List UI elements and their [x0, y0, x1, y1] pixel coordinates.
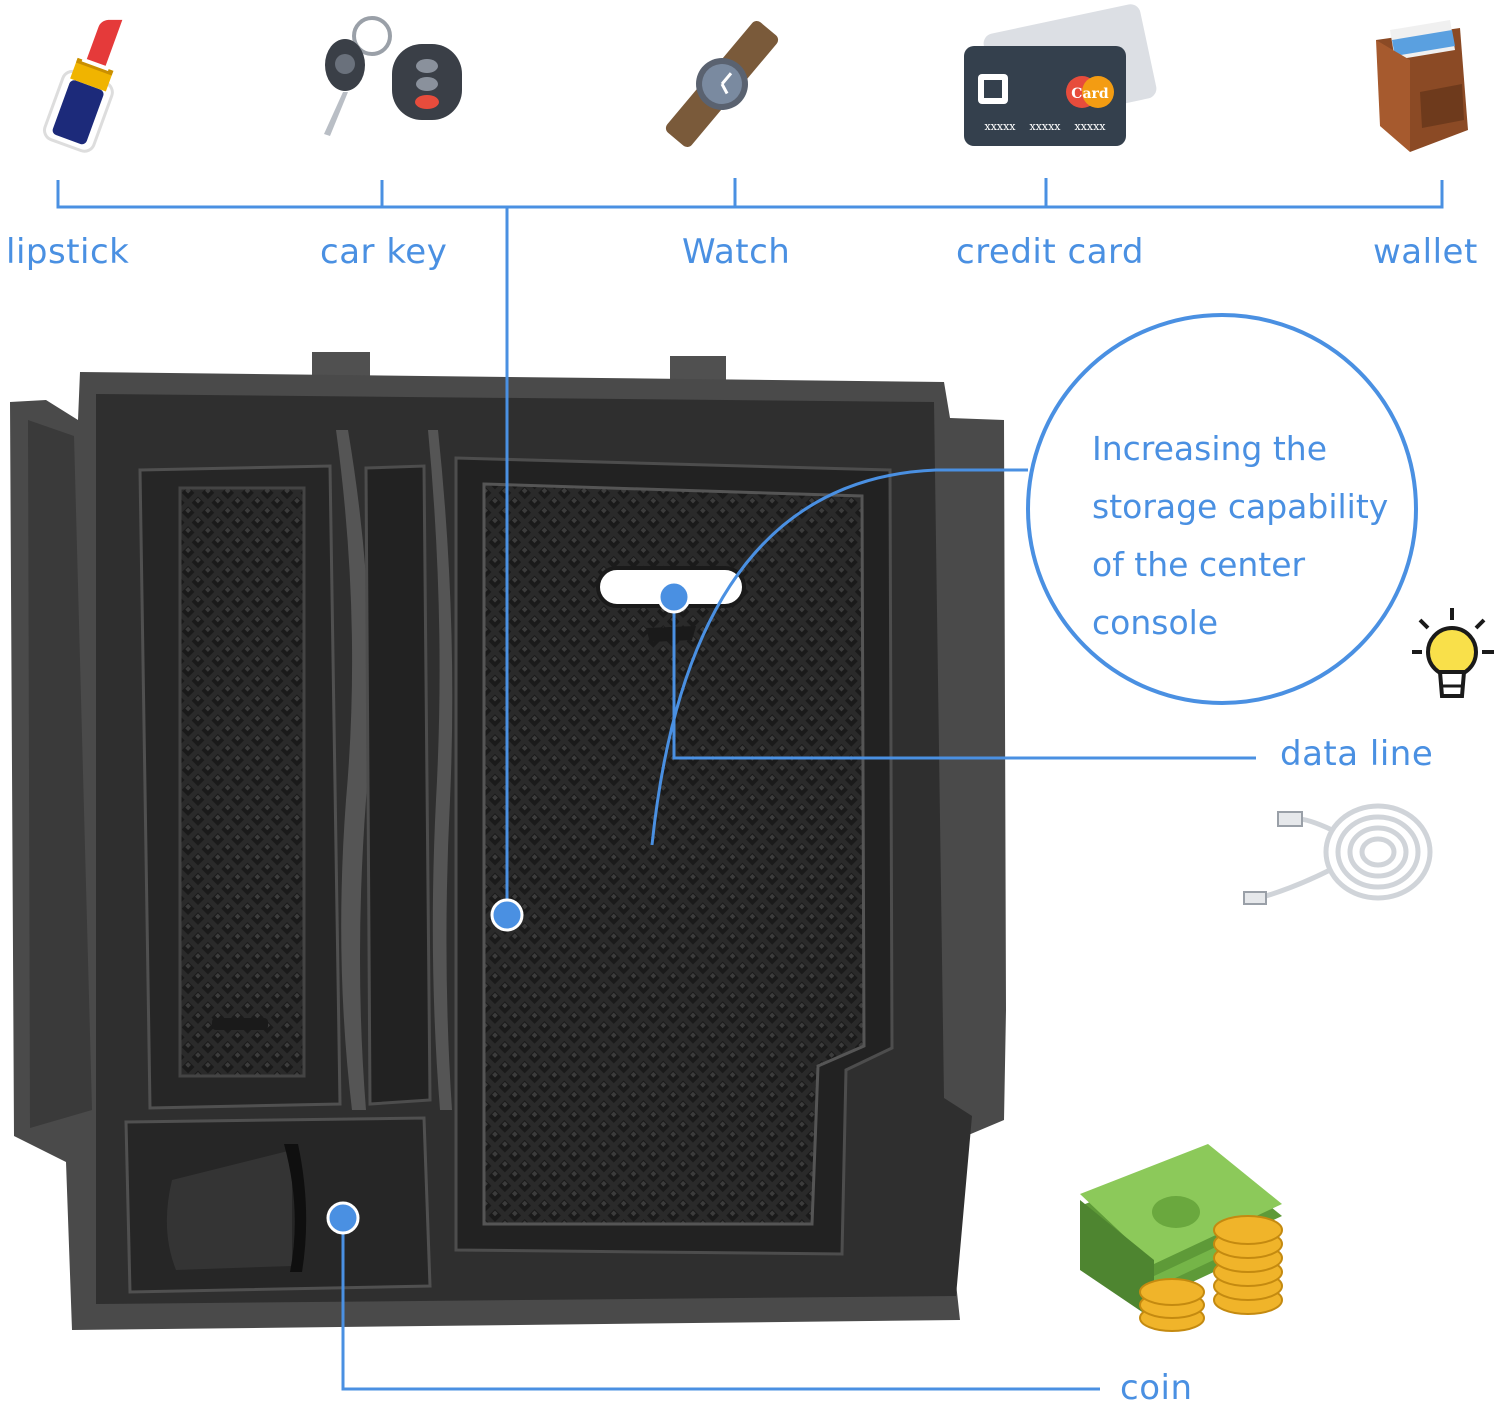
top-bracket	[56, 178, 1444, 209]
console-tray	[10, 352, 1006, 1330]
lipstick-icon	[42, 15, 129, 153]
callout-text: Increasing the storage capability of the…	[1092, 420, 1412, 652]
credit-card-icon: Card xxxxx xxxxx xxxxx	[964, 4, 1157, 146]
callout-line-4: console	[1092, 603, 1219, 642]
label-lipstick: lipstick	[6, 232, 130, 272]
callout-dots	[326, 580, 691, 1235]
card-digits-2: xxxxx	[1029, 120, 1061, 133]
card-badge-text: Card	[1071, 86, 1109, 102]
label-watch: Watch	[682, 232, 791, 272]
car-key-icon	[324, 16, 462, 136]
callout-line-1: Increasing the	[1092, 429, 1328, 468]
label-credit-card: credit card	[956, 232, 1145, 272]
wallet-icon	[1376, 20, 1468, 152]
card-digits-3: xxxxx	[1074, 120, 1106, 133]
cash-and-coins-icon	[1080, 1144, 1283, 1332]
callout-lines	[341, 207, 1256, 1391]
callout-line-3: of the center	[1092, 545, 1306, 584]
usb-cable-icon	[1243, 803, 1433, 905]
callout-circle	[1026, 313, 1418, 705]
light-bulb-icon	[1412, 608, 1494, 698]
label-coin: coin	[1120, 1368, 1193, 1403]
data-line-marker-dot	[657, 580, 691, 614]
coin-marker-dot	[326, 1201, 360, 1235]
label-wallet: wallet	[1373, 232, 1478, 272]
watch-marker-dot	[490, 898, 524, 932]
card-digits-1: xxxxx	[984, 120, 1016, 133]
label-data-line: data line	[1280, 734, 1434, 774]
label-car-key: car key	[320, 232, 448, 272]
watch-icon	[665, 21, 779, 147]
callout-line-2: storage capability	[1092, 487, 1389, 526]
